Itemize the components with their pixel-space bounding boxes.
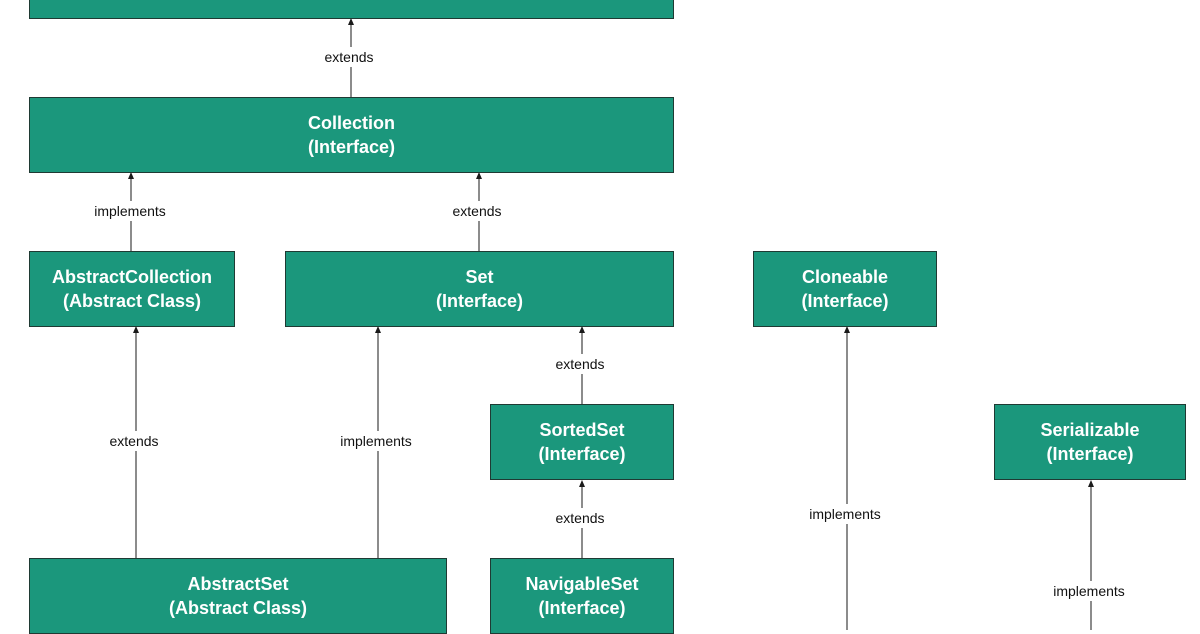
node-navigable-set-kind: (Interface) (538, 598, 626, 618)
node-serializable-kind: (Interface) (1046, 444, 1134, 464)
edge-label-navigable-set-to-sorted-set: extends (552, 508, 608, 528)
node-sorted-set-kind: (Interface) (538, 444, 626, 464)
edge-label-to-cloneable: implements (806, 504, 884, 524)
node-navigable-set-name: NavigableSet (525, 574, 639, 594)
arrowhead-abstract-set-to-abstract-collection (133, 326, 139, 333)
node-set-name: Set (465, 267, 494, 287)
arrowhead-collection-to-top (348, 18, 354, 25)
node-abstract-set: AbstractSet (Abstract Class) (29, 558, 447, 634)
arrowhead-abstract-collection-to-collection (128, 172, 134, 179)
edge-label-abstract-collection-to-collection: implements (91, 201, 169, 221)
node-serializable: Serializable (Interface) (994, 404, 1186, 480)
node-abstract-collection-name: AbstractCollection (51, 267, 213, 287)
arrowhead-to-cloneable (844, 326, 850, 333)
node-abstract-collection: AbstractCollection (Abstract Class) (29, 251, 235, 327)
node-cloneable-kind: (Interface) (801, 291, 889, 311)
edge-label-collection-to-top: extends (321, 47, 377, 67)
node-collection: Collection (Interface) (29, 97, 674, 173)
arrowhead-abstract-set-to-set (375, 326, 381, 333)
arrowhead-navigable-set-to-sorted-set (579, 480, 585, 487)
node-abstract-set-name: AbstractSet (187, 574, 289, 594)
node-set-kind: (Interface) (435, 291, 524, 311)
node-serializable-name: Serializable (1040, 420, 1140, 440)
node-iterable (29, 0, 674, 19)
edge-label-abstract-set-to-set: implements (337, 431, 415, 451)
node-collection-name: Collection (307, 113, 395, 133)
arrowhead-sorted-set-to-set (579, 326, 585, 333)
node-abstract-set-kind: (Abstract Class) (168, 598, 308, 618)
node-abstract-collection-kind: (Abstract Class) (62, 291, 202, 311)
edge-label-set-to-collection: extends (449, 201, 505, 221)
edge-label-sorted-set-to-set: extends (552, 354, 608, 374)
arrowhead-to-serializable (1088, 480, 1094, 487)
edge-label-to-serializable: implements (1050, 581, 1128, 601)
node-cloneable: Cloneable (Interface) (753, 251, 937, 327)
arrowhead-set-to-collection (476, 172, 482, 179)
node-collection-kind: (Interface) (307, 137, 396, 157)
node-set: Set (Interface) (285, 251, 674, 327)
edge-label-abstract-set-to-abstract-collection: extends (106, 431, 162, 451)
node-sorted-set-name: SortedSet (539, 420, 625, 440)
node-navigable-set: NavigableSet (Interface) (490, 558, 674, 634)
node-cloneable-name: Cloneable (801, 267, 889, 287)
node-sorted-set: SortedSet (Interface) (490, 404, 674, 480)
